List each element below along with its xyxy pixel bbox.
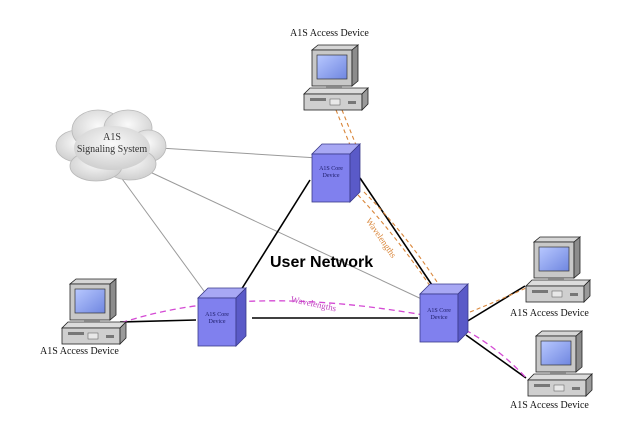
access-device-label-right-upper: A1S Access Device: [510, 308, 589, 319]
cloud-label: A1S Signaling System: [72, 132, 152, 156]
core-device-label-line2: Device: [208, 319, 226, 325]
access-device-label-right-lower: A1S Access Device: [510, 400, 589, 411]
core-links: [119, 177, 527, 379]
core-device-label-line1: A1S Core: [319, 166, 343, 172]
access-device-pc-right-upper: [525, 236, 591, 303]
core-device-label-right: A1S Core Device: [420, 308, 458, 322]
core-device-label-line2: Device: [322, 173, 340, 179]
core-device-label-line1: A1S Core: [427, 308, 451, 314]
core-device-label-line1: A1S Core: [205, 312, 229, 318]
core-device-label-top: A1S Core Device: [312, 166, 350, 180]
core-device-label-line2: Device: [430, 315, 448, 321]
signaling-lines: [119, 147, 429, 303]
core-device-label-left: A1S Core Device: [198, 312, 236, 326]
signaling-cloud-shape: [55, 109, 167, 182]
cloud-label-line1: A1S: [103, 132, 121, 143]
access-device-label-top: A1S Access Device: [290, 28, 369, 39]
pink-wavelength-path: [111, 300, 529, 381]
orange-wavelength-paths: [335, 109, 527, 313]
cloud-label-line2: Signaling System: [76, 144, 148, 155]
access-device-label-left: A1S Access Device: [40, 346, 119, 357]
network-title: User Network: [270, 254, 374, 271]
access-device-pc-right-lower: [527, 330, 593, 397]
access-device-pc-top: [303, 44, 369, 111]
access-device-pc-left: [61, 278, 127, 345]
